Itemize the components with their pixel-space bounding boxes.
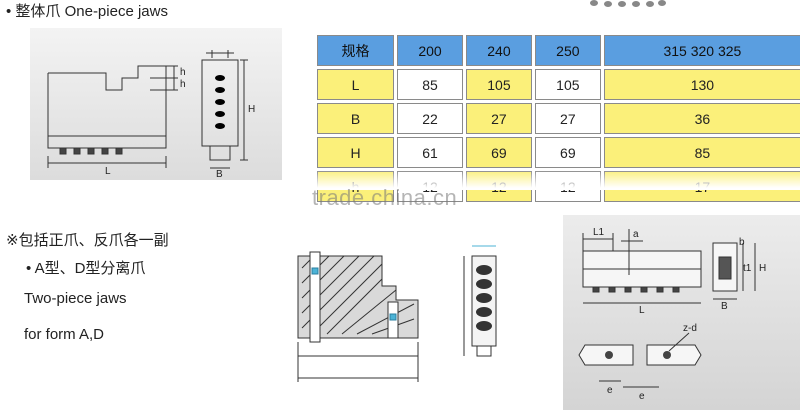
dim-H-label-right: H [759, 263, 766, 274]
table-cell: 85 [397, 69, 463, 100]
dim-L-label-right: L [639, 305, 645, 316]
dim-e2-label: e [639, 391, 645, 402]
table-header-row: 规格 200 240 250 315 320 325 [317, 35, 800, 66]
bolts-image [590, 0, 666, 7]
table-cell: 36 [603, 103, 800, 134]
table-cell: 130 [603, 69, 800, 100]
table-cell: 22 [397, 103, 463, 134]
dim-b-label: b [739, 237, 745, 248]
table-header-cell: 200 [397, 35, 463, 66]
table-header-cell: 315 320 325 [603, 35, 800, 66]
dim-a-label: a [633, 229, 639, 240]
table-fade [314, 170, 800, 190]
table-cell: 85 [603, 137, 800, 168]
note-jaw-types: • A型、D型分离爪 [26, 260, 146, 277]
dim-zd-label: z-d [683, 323, 697, 334]
table-row: B 22 27 27 36 [317, 103, 800, 134]
table-cell: 27 [534, 103, 601, 134]
table-cell: 69 [534, 137, 601, 168]
table-header-cell: 规格 [317, 35, 395, 66]
table-row: L 85 105 105 130 [317, 69, 800, 100]
table-cell: 105 [465, 69, 532, 100]
dim-B-label-right: B [721, 301, 728, 312]
note-two-piece: Two-piece jaws [24, 290, 127, 307]
dim-L-label: L [105, 166, 111, 177]
dim-L1-label: L1 [593, 227, 605, 238]
dim-B-label: B [216, 169, 223, 180]
note-form: for form A,D [24, 326, 105, 343]
dim-H-label: H [248, 104, 255, 115]
table-header-cell: 250 [534, 35, 601, 66]
row-label: L [317, 69, 395, 100]
dim-t1-label: t1 [743, 263, 752, 274]
row-label: H [317, 137, 395, 168]
dim-h2-label: h [180, 79, 186, 90]
table-row: H 61 69 69 85 [317, 137, 800, 168]
note-included-pairs: ※包括正爪、反爪各一副 [6, 232, 169, 249]
table-cell: 69 [465, 137, 532, 168]
page-title: • 整体爪 One-piece jaws [6, 3, 168, 20]
table-cell: 61 [397, 137, 463, 168]
table-cell: 105 [534, 69, 601, 100]
two-piece-front-drawing [463, 245, 497, 357]
two-piece-section-drawing [297, 251, 419, 382]
dim-h1-label: h [180, 67, 186, 78]
two-piece-dimension-drawing: L1 a L b t1 H B z-d e e [563, 215, 800, 410]
dim-e1-label: e [607, 385, 613, 396]
watermark: trade.china.cn [312, 185, 458, 210]
row-label: B [317, 103, 395, 134]
table-header-cell: 240 [465, 35, 532, 66]
one-piece-jaw-drawing: h h H L B [30, 28, 282, 180]
table-cell: 27 [465, 103, 532, 134]
